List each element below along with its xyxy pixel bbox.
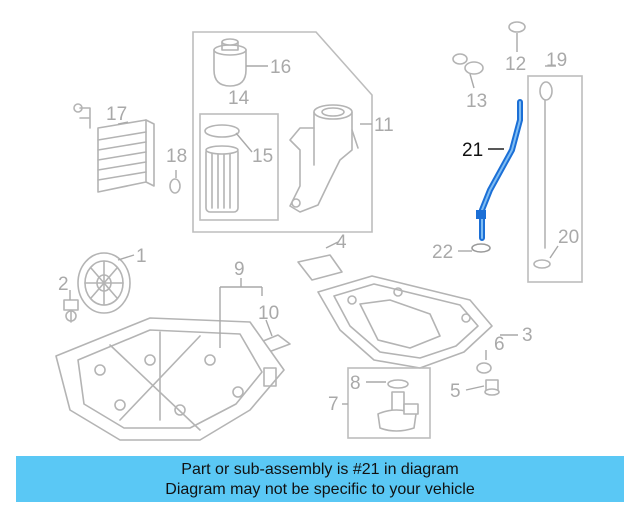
- callout-9-bracket: [219, 278, 263, 348]
- gasket-strip-4: [297, 254, 343, 281]
- bedplate: [55, 317, 285, 441]
- cooler-seal: [169, 178, 181, 194]
- callout-4: 4: [336, 232, 347, 253]
- callout-7: 7: [328, 394, 339, 415]
- callout-10: 10: [258, 303, 279, 324]
- oil-filter-housing-group: [192, 31, 373, 233]
- callout-22: 22: [432, 242, 453, 263]
- parts-diagram: 1 2 3 4 5 6 7 8 9 10 11 12 13 14 15 16 1…: [55, 21, 583, 441]
- callout-11: 11: [374, 115, 394, 136]
- banner-line-2: Diagram may not be specific to your vehi…: [165, 481, 475, 498]
- leader-lines: [69, 33, 559, 405]
- callout-1: 1: [136, 246, 147, 267]
- callout-13: 13: [466, 91, 487, 112]
- callout-9: 9: [234, 259, 245, 280]
- oil-cooler: [73, 103, 155, 193]
- oil-pan: [317, 275, 493, 369]
- banner-line-1: Part or sub-assembly is #21 in diagram: [181, 461, 459, 478]
- callout-21: 21: [462, 140, 483, 161]
- callout-5: 5: [450, 381, 461, 402]
- callout-3: 3: [522, 325, 533, 346]
- pulley-bolt: [63, 299, 79, 323]
- callout-2: 2: [58, 274, 69, 295]
- callout-14: 14: [228, 88, 250, 109]
- callout-16: 16: [270, 57, 291, 78]
- drain-plug: [484, 379, 500, 396]
- callout-18: 18: [166, 146, 187, 167]
- callout-20: 20: [558, 227, 579, 248]
- crank-pulley: [77, 252, 131, 314]
- callout-19: 19: [546, 50, 567, 71]
- info-banner: Part or sub-assembly is #21 in diagram D…: [16, 456, 624, 502]
- dipstick-group: [527, 75, 583, 283]
- drain-washer: [476, 362, 492, 374]
- small-seals: [452, 21, 526, 75]
- dipstick-tube-highlighted: [471, 99, 523, 253]
- oil-sensor-group: [347, 367, 431, 439]
- callout-15: 15: [252, 146, 273, 167]
- callout-8: 8: [350, 373, 361, 394]
- callout-6: 6: [494, 334, 505, 355]
- callout-12: 12: [505, 54, 526, 75]
- callout-17: 17: [106, 104, 127, 125]
